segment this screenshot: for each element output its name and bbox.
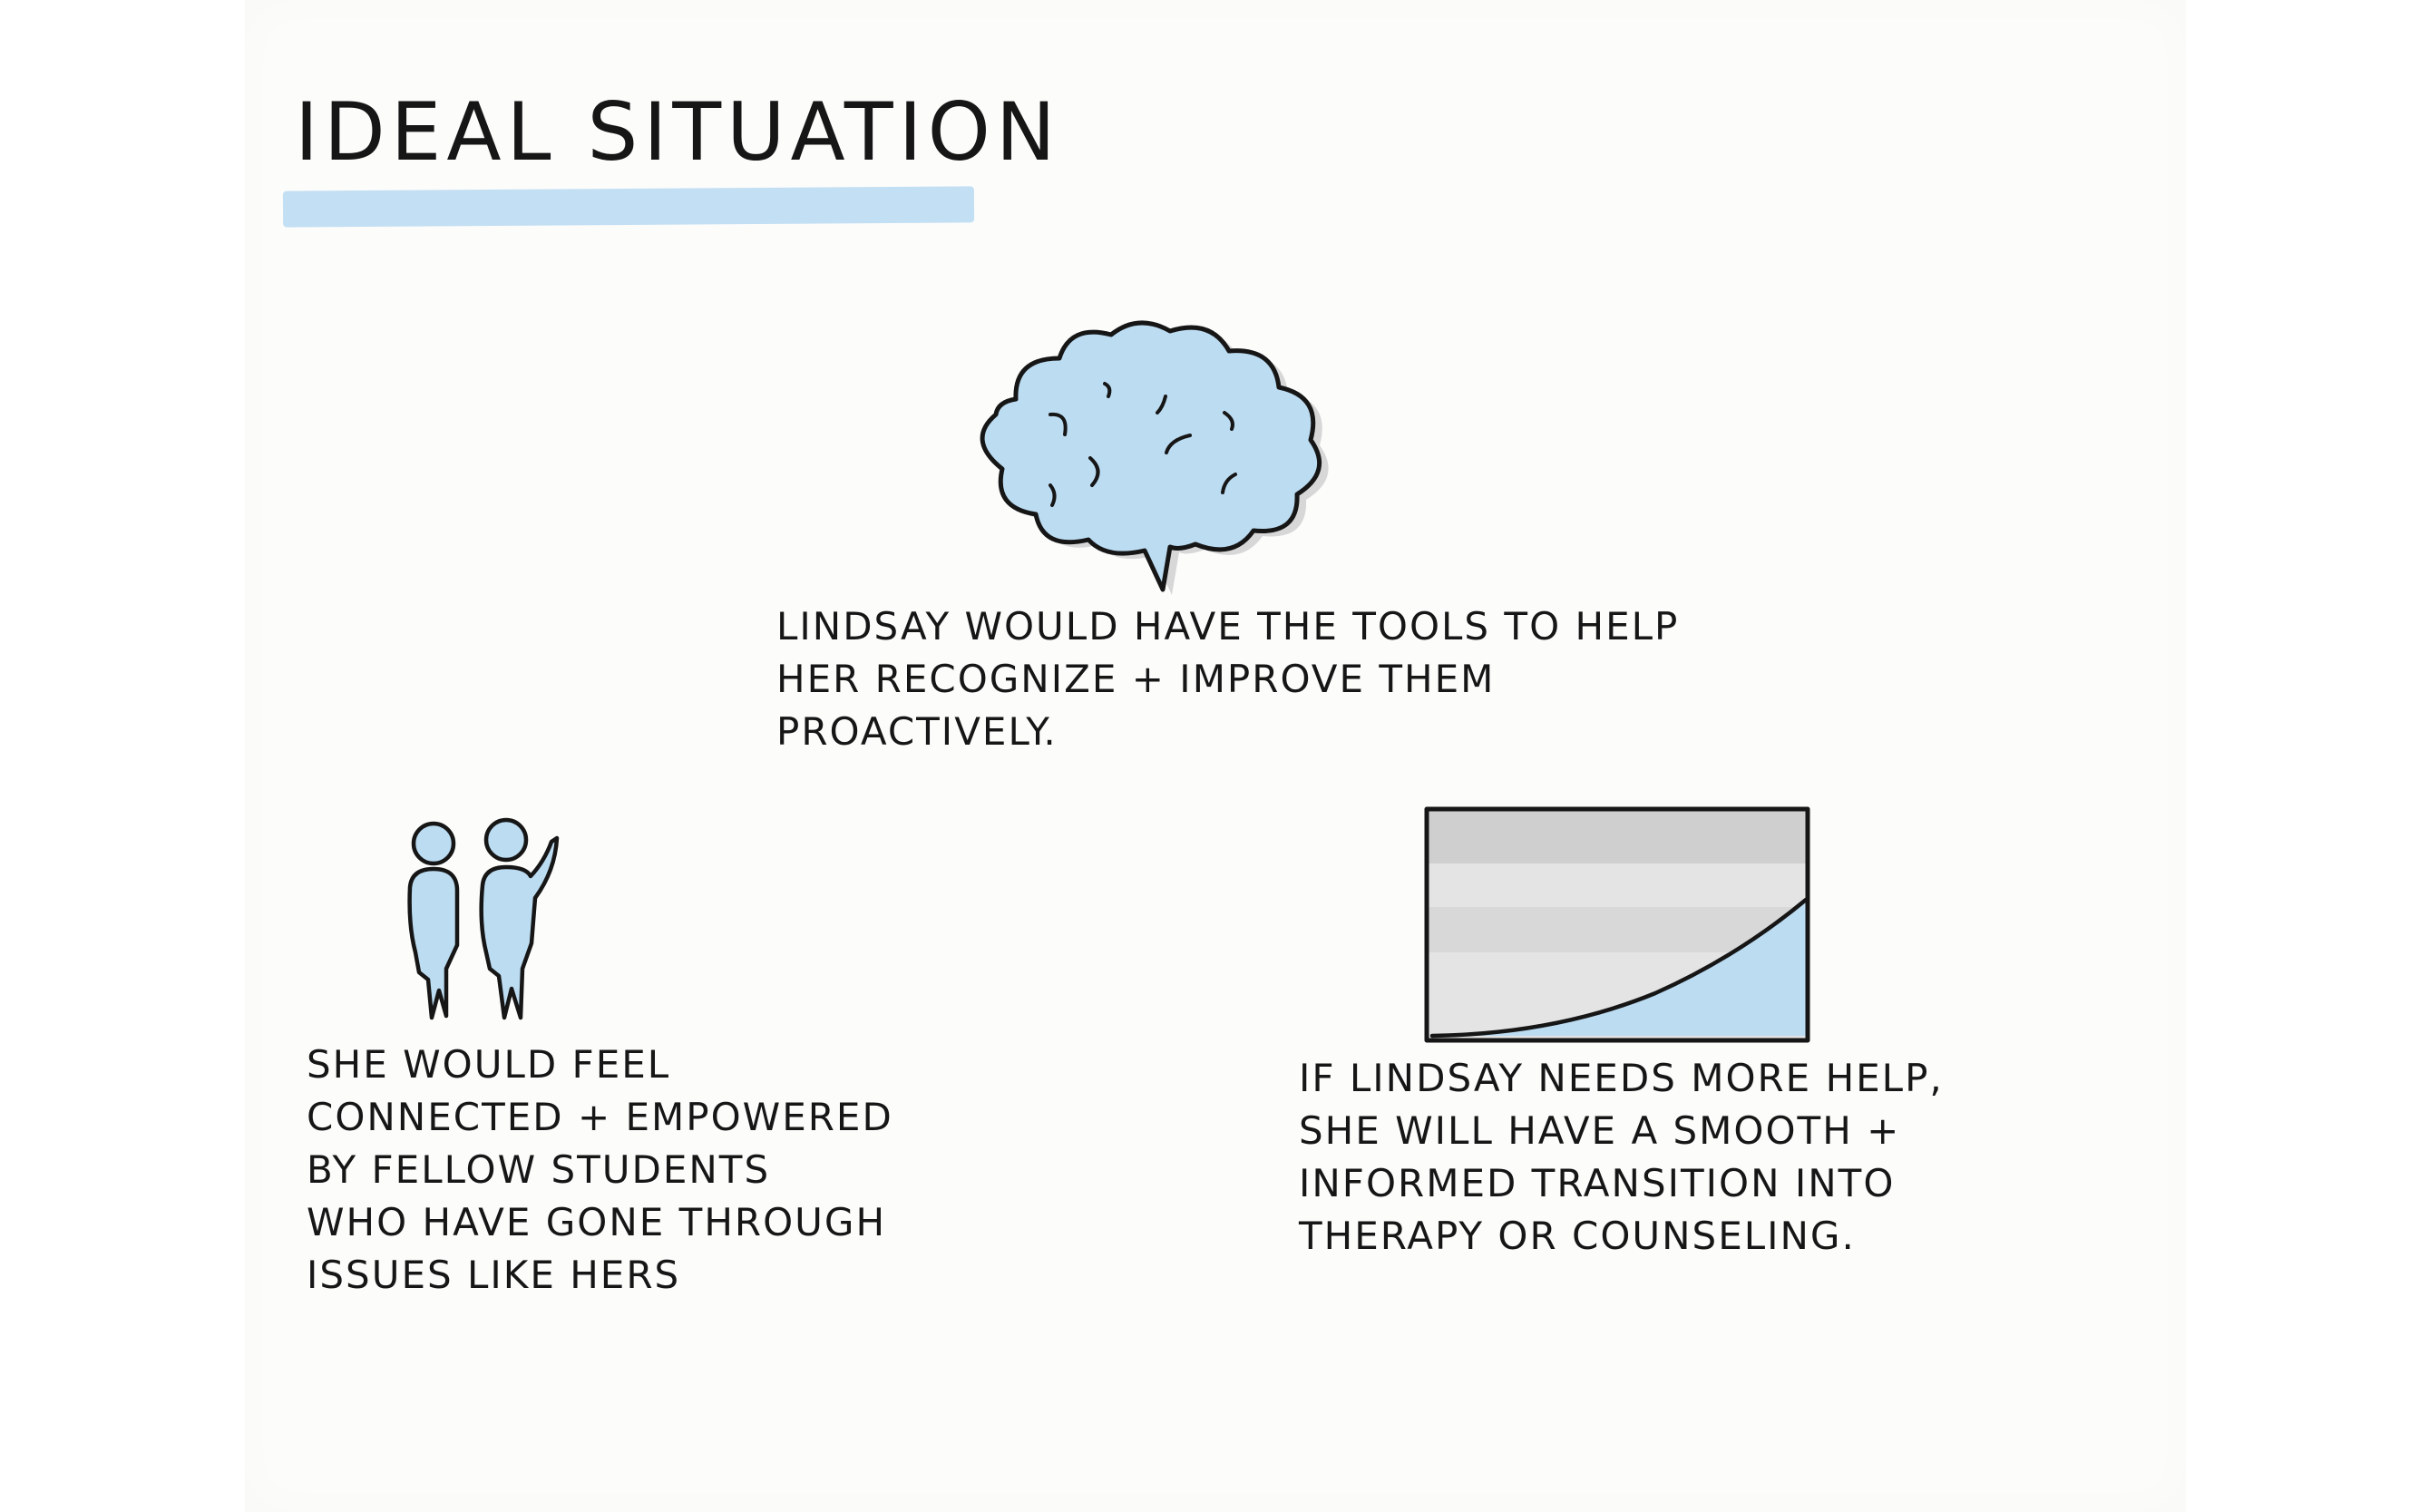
caption-line: CONNECTED + EMPOWERED xyxy=(307,1095,893,1139)
title-highlight-stroke xyxy=(282,186,975,228)
rising-curve-chart-icon xyxy=(1424,806,1810,1043)
caption-line: PROACTIVELY. xyxy=(776,709,1058,754)
caption-line: THERAPY OR COUNSELING. xyxy=(1299,1214,1856,1258)
caption-line: HER RECOGNIZE + IMPROVE THEM xyxy=(776,657,1496,701)
caption-line: WHO HAVE GONE THROUGH xyxy=(307,1200,887,1244)
caption-line: ISSUES LIKE HERS xyxy=(307,1253,681,1297)
caption-line: IF LINDSAY NEEDS MORE HELP, xyxy=(1299,1056,1944,1100)
caption-line: BY FELLOW STUDENTS xyxy=(307,1147,771,1192)
caption-line: INFORMED TRANSITION INTO xyxy=(1299,1161,1896,1205)
caption-line: SHE WOULD FEEL xyxy=(307,1042,671,1087)
transition-caption: IF LINDSAY NEEDS MORE HELP, SHE WILL HAV… xyxy=(1299,1052,1944,1263)
page-title: IDEAL SITUATION xyxy=(295,85,1061,179)
thought-cloud-icon xyxy=(980,320,1329,595)
caption-line: LINDSAY WOULD HAVE THE TOOLS TO HELP xyxy=(776,604,1680,649)
peers-caption: SHE WOULD FEEL CONNECTED + EMPOWERED BY … xyxy=(307,1039,893,1302)
paper-sheet xyxy=(245,0,2186,1512)
people-icon xyxy=(407,817,560,1020)
thoughts-caption: LINDSAY WOULD HAVE THE TOOLS TO HELP HER… xyxy=(776,600,1679,758)
caption-line: SHE WILL HAVE A SMOOTH + xyxy=(1299,1108,1901,1153)
